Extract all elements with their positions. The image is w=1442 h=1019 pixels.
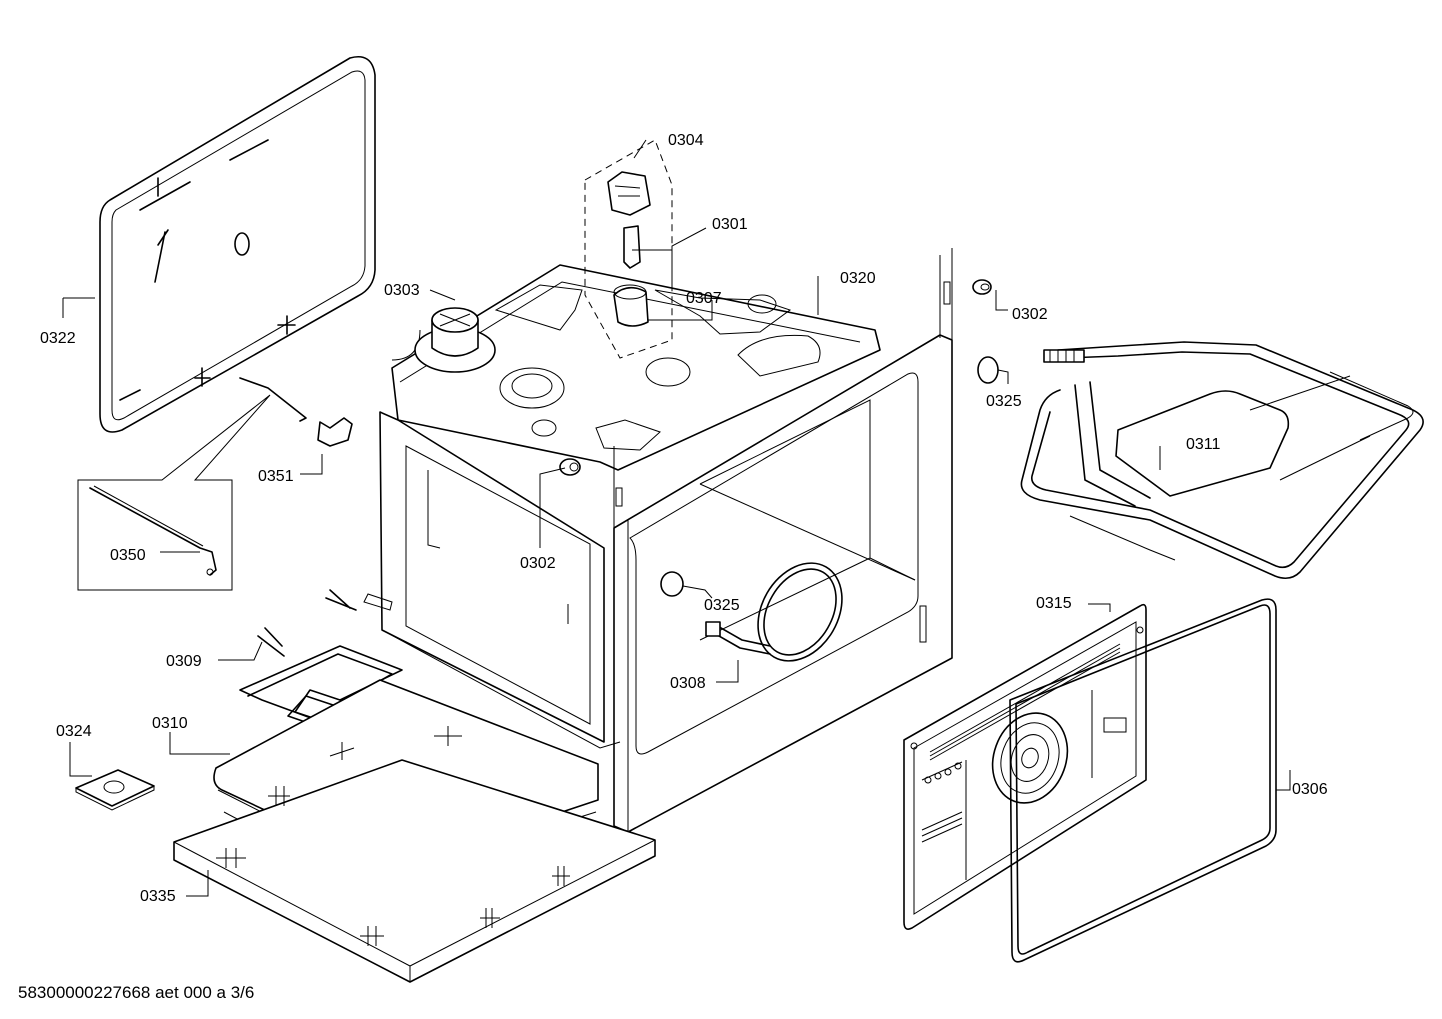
leader-lines <box>62 139 1291 897</box>
callout-0306: 0306 <box>1292 781 1328 798</box>
lamp-group-0304 <box>584 139 673 359</box>
callout-0315: 0315 <box>1036 595 1072 612</box>
callout-0307: 0307 <box>686 290 722 307</box>
ring-element-0308 <box>705 562 843 662</box>
callout-0350: 0350 <box>110 547 146 564</box>
callout-0304: 0304 <box>668 132 704 149</box>
callout-0302-mid: 0302 <box>520 555 556 572</box>
callout-0351: 0351 <box>258 468 294 485</box>
callout-0325-top: 0325 <box>986 393 1022 410</box>
callout-labels: 0304 0301 0320 0303 0307 0302 0322 0325 … <box>40 132 1328 905</box>
callout-0320: 0320 <box>840 270 876 287</box>
callout-0303: 0303 <box>384 282 420 299</box>
callout-0324: 0324 <box>56 723 92 740</box>
callout-0308: 0308 <box>670 675 706 692</box>
callout-0310: 0310 <box>152 715 188 732</box>
callout-0322: 0322 <box>40 330 76 347</box>
back-panel-0315 <box>903 603 1147 930</box>
gasket-0324 <box>75 769 155 811</box>
knob-0325 <box>660 356 999 597</box>
bottom-plate-0335 <box>173 759 656 983</box>
oven-cavity-0320 <box>379 248 953 840</box>
drawing-number: 58300000227668 aet 000 a 3/6 <box>18 983 254 1002</box>
panel-0322 <box>99 56 376 433</box>
callout-0301: 0301 <box>712 216 748 233</box>
door-seal-0306 <box>1009 598 1277 963</box>
detail-0350 <box>77 377 353 591</box>
callout-0302-top: 0302 <box>1012 306 1048 323</box>
callout-0309: 0309 <box>166 653 202 670</box>
top-fan-0303 <box>414 307 496 373</box>
callout-0311: 0311 <box>1186 436 1221 453</box>
grill-element-0311 <box>1020 341 1424 580</box>
callout-0335: 0335 <box>140 888 176 905</box>
callout-0325-mid: 0325 <box>704 597 740 614</box>
bulb-cover-0302 <box>559 279 992 476</box>
